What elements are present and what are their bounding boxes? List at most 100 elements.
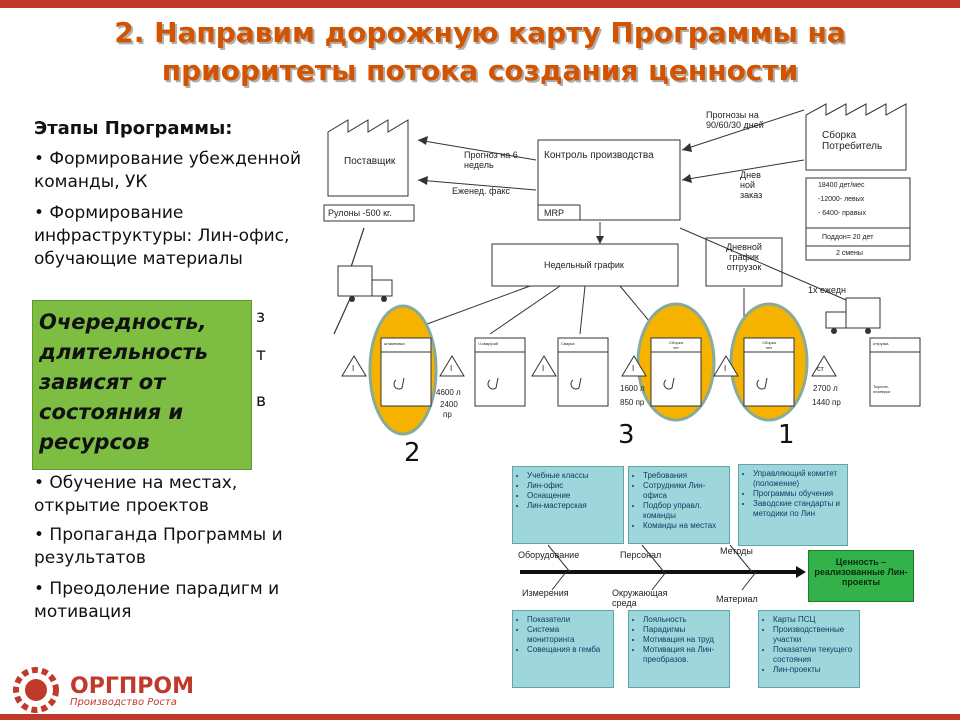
shipping-sub-label: Тырчить планерки	[873, 384, 891, 394]
weekly-fax: Еженед. факс	[452, 186, 511, 196]
priority-number-3: 3	[618, 420, 635, 450]
stage-fragment: з	[256, 307, 266, 327]
equipment-item: Лин-офис	[527, 481, 617, 491]
cat-measure: Измерения	[522, 588, 569, 598]
inventory-mark: I	[542, 364, 545, 373]
methods-item: Программы обучения	[753, 489, 841, 499]
inventory-mark: I	[352, 364, 355, 373]
equipment-box: Учебные классы Лин-офис Оснащение Лин-ма…	[512, 466, 624, 544]
stage-item: • Формирование убежденной команды, УК	[34, 149, 301, 192]
inventory-st: ст	[817, 366, 824, 373]
customer-label: Сборка Потребитель	[822, 130, 883, 152]
equipment-item: Учебные классы	[527, 471, 617, 481]
stage-item: • Преодоление парадигм и мотивация	[34, 579, 280, 622]
material-item: Карты ПСЦ	[773, 615, 853, 625]
inventory-count: 2400	[440, 400, 458, 409]
cat-material: Материал	[716, 594, 758, 604]
environment-box: Лояльность Парадигмы Мотивация на труд М…	[628, 610, 730, 688]
supplier-note-box	[323, 204, 415, 222]
measurement-box: Показатели Система мониторинга Совещания…	[512, 610, 614, 688]
environment-item: Мотивация на труд	[643, 635, 723, 645]
process-box-shipping	[869, 337, 921, 407]
inventory-triangle	[811, 355, 837, 377]
inventory-triangle	[621, 355, 647, 377]
customer-data-box	[805, 177, 911, 261]
measurement-item: Показатели	[527, 615, 607, 625]
production-control-box	[537, 139, 681, 221]
inventory-triangle	[341, 355, 367, 377]
personnel-box: Требования Сотрудники Лин-офиса Подбор у…	[628, 466, 730, 544]
environment-item: Лояльность	[643, 615, 723, 625]
process-box-spot-weld	[474, 337, 526, 407]
process-label: Сборка чет	[669, 340, 683, 350]
result-box: Ценность – реализованные Лин-проекты	[808, 550, 914, 602]
process-box-stamping	[380, 337, 432, 407]
measurement-item: Система мониторинга	[527, 625, 607, 645]
inventory-count: 1600 л	[620, 384, 645, 393]
bottom-border	[0, 714, 960, 720]
supplier-truck-icon	[337, 265, 373, 297]
top-border	[0, 0, 960, 8]
inventory-count: 2700 л	[813, 384, 838, 393]
priority-callout: Очередность, длительность зависят от сос…	[32, 300, 252, 470]
stage-item: • Формирование инфраструктуры: Лин-офис,…	[34, 203, 290, 269]
forecast-6-weeks: Прогноз на 6 недель	[464, 150, 518, 170]
title-line-2: приоритеты потока создания ценности	[161, 54, 799, 87]
customer-right: - 6400- правых	[818, 210, 866, 217]
priority-number-1: 1	[778, 420, 795, 450]
daily-order: Днев ной заказ	[740, 170, 763, 200]
stage-fragment: т	[256, 345, 266, 365]
equipment-item: Лин-мастерская	[527, 501, 617, 511]
personnel-item: Команды на местах	[643, 521, 723, 531]
methods-item: Управляющий комитет (положение)	[753, 469, 841, 489]
process-box-assembly-even	[650, 337, 702, 407]
inventory-triangle	[531, 355, 557, 377]
customer-left: -12000- левых	[818, 196, 865, 203]
material-item: Показатели текущего состояния	[773, 645, 853, 665]
control-label: Контроль производства	[544, 150, 654, 161]
measurement-item: Совещания в гемба	[527, 645, 607, 655]
inventory-count: 850 пр	[620, 398, 645, 407]
customer-shifts: 2 смены	[836, 250, 863, 257]
weekly-schedule-label: Недельный график	[544, 260, 624, 270]
customer-factory-icon	[805, 103, 907, 171]
supplier-label: Поставщик	[344, 156, 396, 167]
equipment-item: Оснащение	[527, 491, 617, 501]
priority-number-2: 2	[404, 438, 421, 468]
process-label: Ч.свар/раб	[478, 341, 499, 346]
logo-name: ОРГПРОМ	[70, 674, 194, 699]
logo-tagline: Производство Роста	[70, 697, 177, 708]
process-label: штамповка	[384, 341, 405, 346]
process-label: Сборка неч	[762, 340, 776, 350]
customer-pallet: Поддон= 20 дет	[822, 234, 874, 241]
cat-equipment: Оборудование	[518, 550, 580, 560]
inventory-mark: I	[724, 364, 727, 373]
process-label: Сварка	[561, 341, 575, 346]
callout-line: ресурсов	[39, 430, 150, 454]
environment-item: Мотивация на Лин-преобразов.	[643, 645, 723, 665]
material-box: Карты ПСЦ Производственные участки Показ…	[758, 610, 860, 688]
inventory-count: 1440 пр	[812, 398, 841, 407]
stage-item: • Обучение на местах, открытие проектов	[34, 473, 238, 516]
title-line-1: 2. Направим дорожную карту Программы на	[114, 16, 846, 49]
callout-line: зависят от	[39, 370, 166, 394]
shipping-schedule-label: Дневной график отгрузок	[726, 242, 762, 272]
customer-demand: 18400 дет/мес	[818, 182, 865, 189]
personnel-item: Сотрудники Лин-офиса	[643, 481, 723, 501]
process-label: отгрузка	[873, 341, 889, 346]
process-box-assembly-odd	[743, 337, 795, 407]
cat-methods: Методы	[720, 546, 753, 556]
weekly-schedule-box	[491, 243, 679, 287]
mrp-label: MRP	[544, 208, 564, 218]
material-item: Лин-проекты	[773, 665, 853, 675]
callout-line: состояния и	[39, 400, 184, 424]
callout-line: Очередность,	[39, 310, 207, 334]
slide-title: 2. Направим дорожную карту Программы на …	[20, 14, 940, 90]
methods-box: Управляющий комитет (положение) Программ…	[738, 464, 848, 546]
inventory-mark: I	[450, 364, 453, 373]
stages-heading: Этапы Программы:	[34, 118, 233, 139]
inventory-count: пр	[443, 410, 452, 419]
cat-personnel: Персонал	[620, 550, 662, 560]
forecast-90: Прогнозы на 90/60/30 дней	[706, 110, 764, 130]
personnel-item: Подбор управл. команды	[643, 501, 723, 521]
